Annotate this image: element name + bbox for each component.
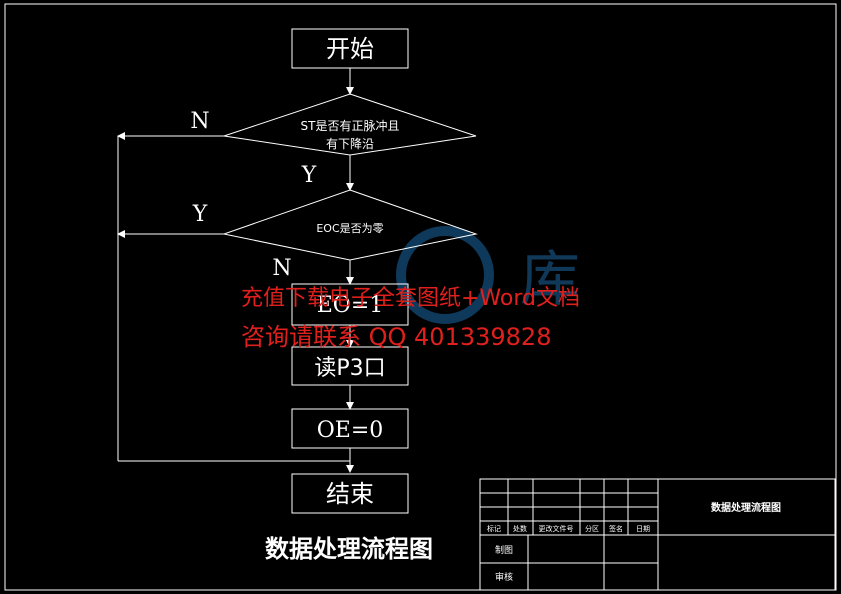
decision-st-label-2: 有下降沿 [326,137,374,151]
branch-label-n-bottom: N [272,256,291,281]
start-label: 开始 [326,35,374,63]
decision-st-diamond [223,93,477,156]
title-block-header-mark: 标记 [487,524,501,533]
title-block-header-date: 日期 [636,525,650,533]
read-box [291,346,409,386]
read-label: 读P3口 [314,356,385,381]
branch-label-n-top: N [190,109,209,134]
oe-label: OE=0 [317,418,384,443]
title-block-title: 数据处理流程图 [711,501,781,514]
watermark-line-2: 咨询请联系 QQ 401339828 [241,323,551,351]
branch-label-y-mid: Y [301,163,317,188]
title-block-draw-label: 制图 [495,544,513,556]
branch-label-y-left: Y [192,202,208,227]
title-block-header-sign: 签名 [609,524,623,533]
decision-eoc-label: EOC是否为零 [316,222,383,235]
watermark-logo-text: 库 [520,245,580,315]
decision-eoc-diamond [222,189,478,261]
title-block-header-change-doc: 更改文件号 [539,524,574,533]
end-box [291,473,409,514]
watermark-logo: 库 [396,226,580,324]
diagram-caption: 数据处理流程图 [265,535,433,563]
title-block-check-label: 审核 [495,571,513,583]
oe-box [291,408,409,449]
eo-label: EO=1 [317,293,384,318]
drawing-frame [4,3,837,591]
watermark-line-1: 充值下载电子全套图纸+Word文档 [241,286,580,311]
end-label: 结束 [326,480,374,508]
start-box [291,28,409,69]
title-block-header-zone: 分区 [585,524,599,533]
title-block [479,478,836,591]
eo-box [291,283,409,326]
title-block-header-count: 处数 [513,524,527,533]
decision-st-label-1: ST是否有正脉冲且 [301,118,400,133]
